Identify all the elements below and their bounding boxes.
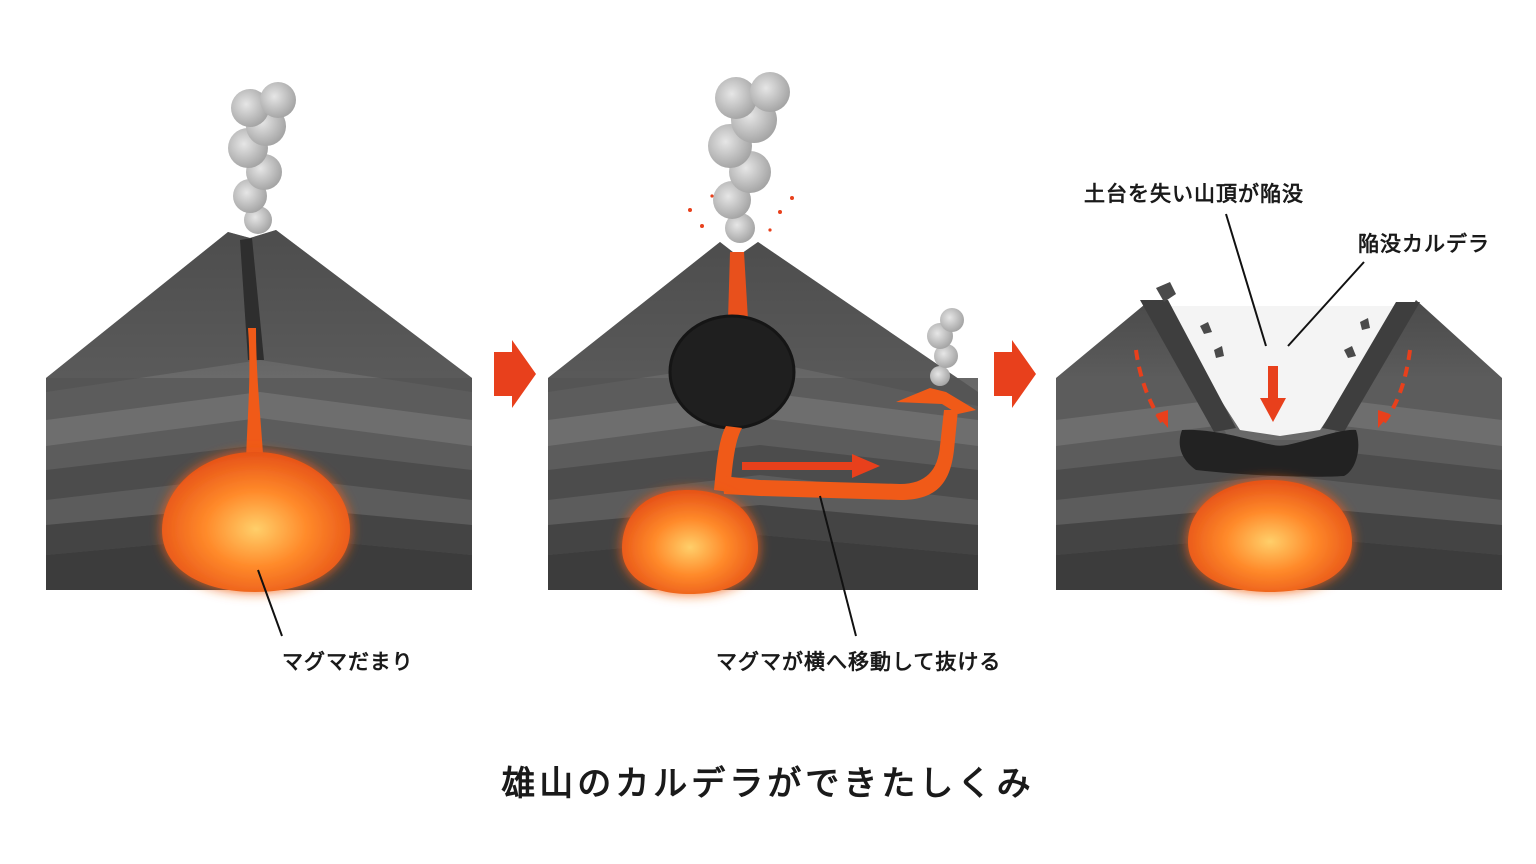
small-smoke-plume [927,308,964,386]
label-collapse-caldera: 陥没カルデラ [1358,228,1490,258]
empty-chamber [670,316,794,428]
step-arrow-icon [994,340,1036,408]
page-title: 雄山のカルデラができたしくみ [0,756,1536,805]
magma-chamber [1188,480,1352,592]
label-magma-chamber: マグマだまり [282,646,414,676]
label-magma-moves: マグマが横へ移動して抜ける [716,646,1001,676]
panel-magma-moves [548,72,978,636]
smoke-plume [708,72,790,243]
smoke-plume [228,82,296,234]
magma-chamber [622,490,758,594]
panel-magma-chamber [46,82,472,636]
step-arrow-icon [494,340,536,408]
label-summit-collapse: 土台を失い山頂が陥没 [1084,178,1304,208]
panel-caldera-collapse [1056,214,1502,592]
